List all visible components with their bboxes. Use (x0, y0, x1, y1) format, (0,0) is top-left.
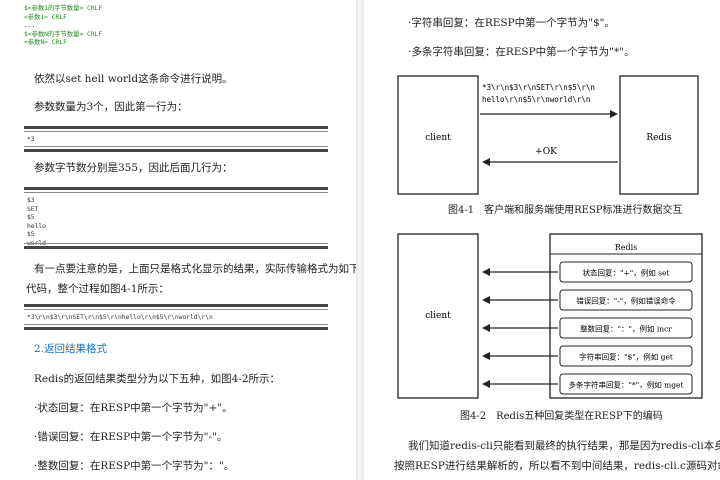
reply-type-label: 状态回复："+"，例如 set (583, 268, 670, 278)
reply-type-label: 字符串回复："$"，例如 get (579, 352, 673, 362)
paragraph-redis-cli-line1: 我们知道redis-cli只能看到最终的执行结果，那是因为redis-cli本身… (408, 440, 720, 452)
reply-type-box (559, 345, 693, 367)
code-line: world (27, 239, 46, 247)
code-line: hello (27, 222, 46, 230)
reply-type-box (559, 261, 693, 283)
reply-type-label: 整数回复："："，例如 incr (580, 324, 672, 334)
request-text-line2: hello\r\n$5\r\nworld\r\n (482, 95, 590, 104)
reply-arrow-head (482, 296, 490, 304)
bullet-multi-string-reply: ·多条字符串回复：在RESP中第一个字节为"*"。 (408, 46, 635, 58)
book-gutter (356, 0, 364, 480)
figure-4-1-caption: 图4-1 客户端和服务端使用RESP标准进行数据交互 (448, 205, 683, 216)
server-box (619, 75, 699, 195)
code-line: $5 (27, 214, 35, 221)
paragraph-arg-bytes: 参数字节数分别是355，因此后面几行为： (34, 162, 233, 174)
code-line: *3 (27, 136, 35, 143)
reply-arrow-head (482, 268, 490, 276)
code-line: *3\r\n$3\r\nSET\r\n$5\r\nhello\r\n$5\r\n… (27, 314, 213, 321)
reply-type-box (559, 317, 693, 339)
reply-arrow-head (482, 380, 490, 388)
code-line: <参数1> CRLF (24, 13, 67, 21)
reply-type-rows: 状态回复："+"，例如 set 错误回复："-"，例如错误命令整数回复："："，例… (482, 261, 693, 395)
code-line: ... (24, 22, 36, 29)
bullet-status-reply: ·状态回复：在RESP中第一个字节为"+"。 (34, 402, 233, 414)
code-line: $<参数N的字节数量> CRLF (24, 30, 103, 38)
request-text-line1: *3\r\n$3\r\nSET\r\n$5\r\n (482, 83, 595, 92)
figure-4-2-diagram: client Redis 状态回复："+"，例如 set 错误回复："-"，例如错… (397, 233, 703, 399)
paragraph-reply-types: Redis的返回结果类型分为以下五种，如图4-2所示： (34, 373, 280, 385)
code-line: SET (27, 205, 39, 213)
figure-4-1-diagram: client Redis *3\r\n$3\r\nSET\r\n$5\r\n h… (397, 75, 699, 195)
reply-arrow-head (482, 352, 490, 360)
top-code-block: $<参数1的字节数量> CRLF<参数1> CRLF...$<参数N的字节数量>… (24, 5, 102, 48)
section-title: 2.返回结果格式 (34, 343, 108, 355)
figure-4-2-caption: 图4-2 Redis五种回复类型在RESP下的编码 (460, 411, 663, 422)
server-label: Redis (615, 243, 638, 252)
paragraph-note-line1: 有一点要注意的是，上面只是格式化显示的结果，实际传输格式为如下 (34, 263, 356, 275)
reply-type-box (559, 373, 693, 395)
top-code-lines: $<参数1的字节数量> CRLF<参数1> CRLF...$<参数N的字节数量>… (24, 5, 102, 48)
code-block-first-line: *3 (24, 126, 328, 152)
code-block-raw-transfer: *3\r\n$3\r\nSET\r\n$5\r\nhello\r\n$5\r\n… (24, 304, 328, 330)
bullet-error-reply: ·错误回复：在RESP中第一个字节为"-"。 (34, 431, 228, 443)
client-label: client (425, 311, 451, 321)
request-arrow-head (610, 110, 618, 118)
right-page: ·字符串回复：在RESP中第一个字节为"$"。 ·多条字符串回复：在RESP中第… (364, 0, 720, 480)
reply-arrow-head (482, 324, 490, 332)
left-page: $<参数1的字节数量> CRLF<参数1> CRLF...$<参数N的字节数量>… (0, 0, 356, 480)
reply-type-label: 多条字符串回复："*"，例如 mget (569, 380, 684, 390)
reply-arrow-head (482, 158, 490, 166)
client-box (397, 75, 479, 195)
paragraph-set-example: 依然以set hell world这条命令进行说明。 (34, 73, 233, 85)
code-line: $3 (27, 197, 35, 204)
server-box (549, 233, 703, 399)
paragraph-redis-cli-line2: 按照RESP进行结果解析的，所以看不到中间结果，redis-cli.c源码对命令… (394, 460, 720, 472)
client-box (397, 233, 479, 399)
code-line: $5 (27, 231, 35, 238)
paragraph-note-line2: 代码，整个过程如图4-1所示： (26, 283, 169, 295)
code-line: $<参数1的字节数量> CRLF (24, 5, 103, 12)
bullet-integer-reply: ·整数回复：在RESP中第一个字节为"："。 (34, 460, 235, 472)
reply-label: +OK (535, 147, 557, 157)
reply-type-box (559, 289, 693, 311)
bullet-string-reply: ·字符串回复：在RESP中第一个字节为"$"。 (408, 17, 616, 29)
reply-type-label: 错误回复："-"，例如错误命令 (576, 296, 676, 306)
client-label: client (425, 133, 451, 143)
server-label: Redis (646, 133, 672, 143)
paragraph-arg-count: 参数数量为3个，因此第一行为： (34, 101, 188, 113)
code-line: <参数N> CRLF (24, 39, 67, 46)
